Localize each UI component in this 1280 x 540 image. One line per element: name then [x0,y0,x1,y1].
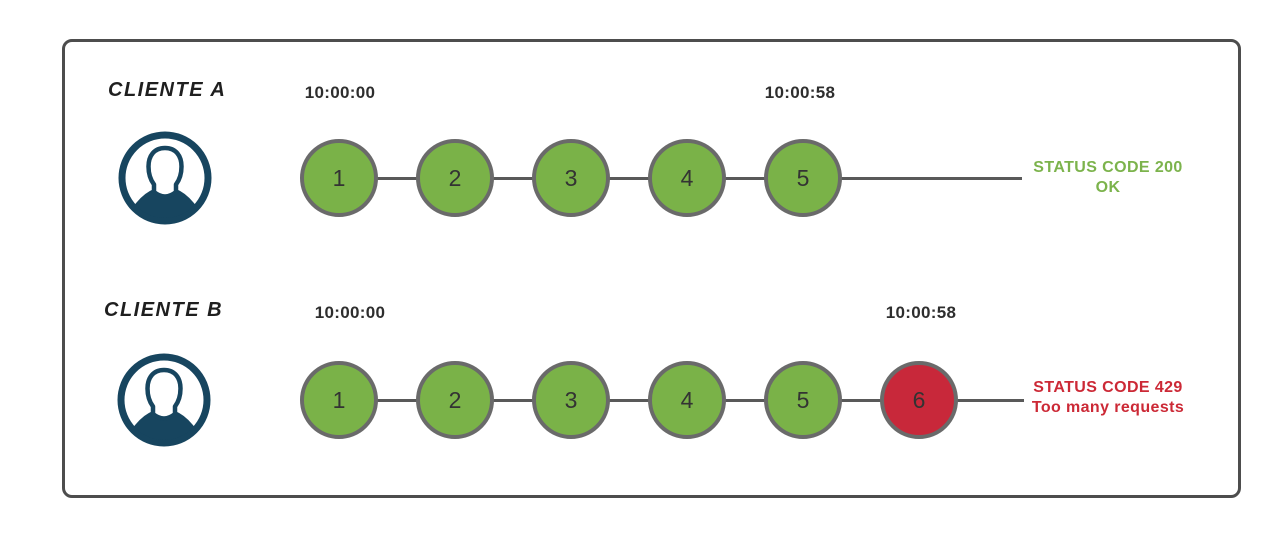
user-avatar-icon [117,353,211,447]
request-circle-ok: 3 [532,139,610,217]
request-circle-ok: 2 [416,361,494,439]
request-circle-ok: 1 [300,139,378,217]
status-code-line: STATUS CODE 200 [1033,159,1183,176]
request-circle-ok: 2 [416,139,494,217]
status-message-line: Too many requests [1031,399,1185,416]
client-a-label: CLIENTE A [108,79,227,101]
request-circle-ok: 3 [532,361,610,439]
start-time-label: 10:00:00 [304,83,376,102]
status-code-line: STATUS CODE 429 [1033,379,1183,396]
start-time-label: 10:00:00 [314,303,386,322]
status-message-line: OK [1095,179,1121,196]
request-circle-ok: 5 [764,139,842,217]
request-circle-ok: 4 [648,361,726,439]
status-text-200: STATUS CODE 200 OK [1023,158,1193,198]
request-circle-blocked: 6 [880,361,958,439]
request-circle-ok: 1 [300,361,378,439]
end-time-label: 10:00:58 [885,303,957,322]
user-avatar-icon [118,131,212,225]
diagram-frame [62,39,1241,498]
request-circle-ok: 5 [764,361,842,439]
client-b-label: CLIENTE B [104,299,224,321]
end-time-label: 10:00:58 [764,83,836,102]
status-text-429: STATUS CODE 429 Too many requests [1023,378,1193,418]
request-circle-ok: 4 [648,139,726,217]
